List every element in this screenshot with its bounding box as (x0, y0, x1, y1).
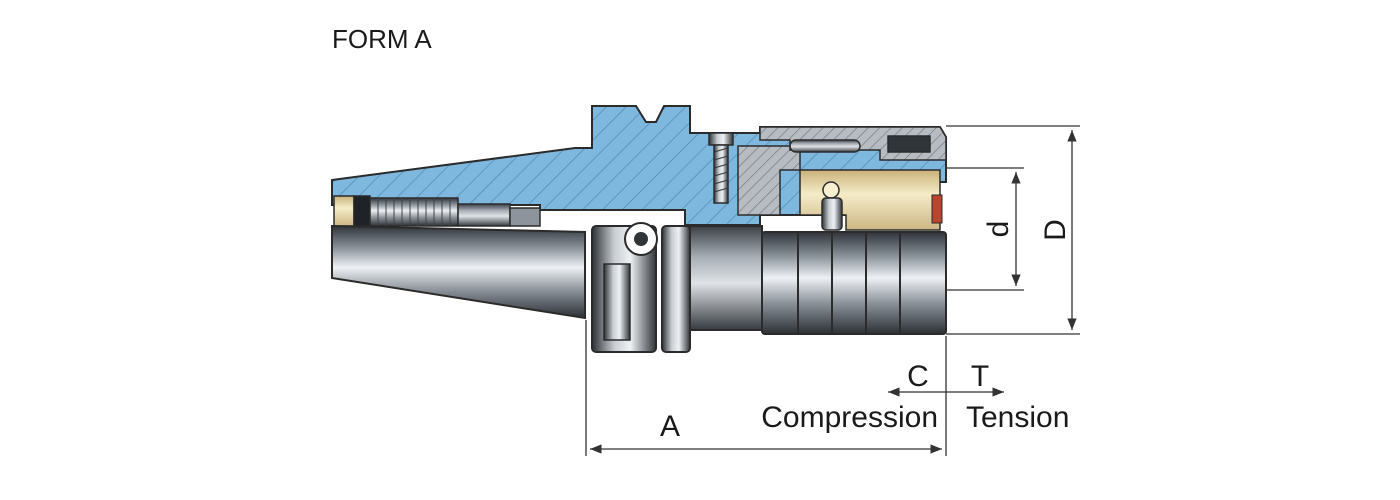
dimension-label-A: A (660, 410, 680, 443)
taper-shank (331, 224, 586, 320)
caption-compression: Compression (761, 401, 938, 434)
taper-bore-internals (333, 195, 541, 227)
collet-head (761, 231, 947, 335)
dimension-label-D: D (1039, 219, 1072, 241)
floating-insert (789, 135, 943, 231)
dimension-label-T: T (971, 360, 989, 393)
dimension-lines (585, 125, 1080, 456)
flange (591, 222, 691, 353)
drawing-title: FORM A (332, 24, 432, 54)
dimension-label-d: d (982, 221, 1015, 238)
holder-neck (689, 225, 763, 331)
caption-tension: Tension (966, 401, 1069, 434)
dimension-label-C: C (907, 360, 929, 393)
set-screw (708, 132, 734, 204)
